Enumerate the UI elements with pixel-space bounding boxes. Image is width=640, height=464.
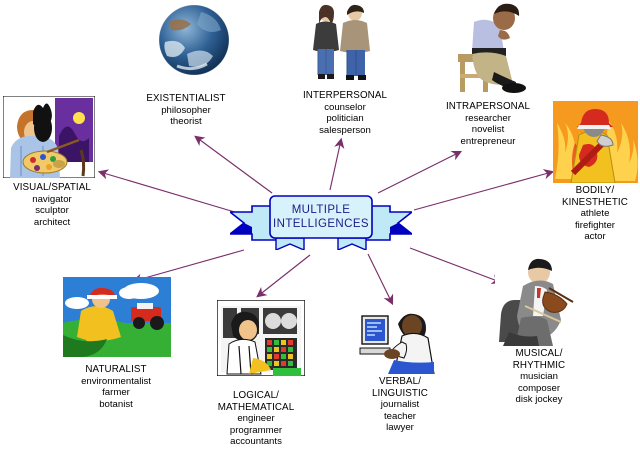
person-at-computer-illustration — [358, 308, 442, 374]
node-label-bodily-kinesthetic: BODILY/ KINESTHETIC athlete firefighter … — [550, 185, 640, 243]
category-naturalist: NATURALIST — [85, 364, 147, 375]
occupation-accountants: accountants — [230, 436, 282, 448]
occupation-environmentalist: environmentalist — [81, 375, 151, 387]
category-bodily-line2: KINESTHETIC — [562, 196, 628, 208]
node-label-logical-mathematical: LOGICAL/ MATHEMATICAL engineer programme… — [191, 390, 321, 448]
occupation-novelist: novelist — [471, 124, 505, 136]
occupation-counselor: counselor — [324, 101, 366, 113]
earth-globe-photo — [157, 2, 231, 78]
category-verbal-line1: VERBAL/ — [378, 376, 422, 387]
occupation-sculptor: sculptor — [35, 205, 69, 217]
occupation-theorist: theorist — [170, 116, 202, 128]
firefighter-with-axe-illustration — [553, 101, 638, 183]
occupation-firefighter: firefighter — [575, 219, 615, 231]
violinist-illustration — [495, 258, 579, 346]
occupation-engineer: engineer — [237, 413, 275, 425]
occupation-disk-jockey: disk jockey — [515, 394, 563, 406]
occupation-journalist: journalist — [380, 399, 420, 411]
occupation-musician: musician — [520, 371, 558, 383]
two-people-standing-photo — [300, 4, 378, 84]
scientist-at-control-panel-illustration — [217, 300, 305, 376]
occupation-philosopher: philosopher — [161, 104, 211, 116]
node-label-musical-rhythmic: MUSICAL/ RHYTHMIC musician composer disk… — [480, 348, 598, 406]
occupation-entrepreneur: entrepreneur — [460, 135, 516, 147]
node-label-intrapersonal: INTRAPERSONAL researcher novelist entrep… — [424, 101, 552, 147]
category-visual-spatial: VISUAL/SPATIAL — [13, 182, 91, 193]
category-existentialist: EXISTENTIALIST — [146, 93, 226, 104]
category-logical-line2: MATHEMATICAL — [217, 401, 295, 413]
occupation-botanist: botanist — [99, 398, 133, 410]
node-label-verbal-linguistic: VERBAL/ LINGUISTIC journalist teacher la… — [341, 376, 459, 434]
category-bodily-line1: BODILY/ — [575, 185, 615, 196]
occupation-politician: politician — [326, 113, 364, 125]
category-verbal-line2: LINGUISTIC — [372, 387, 428, 399]
node-label-existentialist: EXISTENTIALIST philosopher theorist — [122, 93, 250, 128]
occupation-salesperson: salesperson — [319, 124, 371, 136]
category-musical-line1: MUSICAL/ — [515, 348, 563, 359]
occupation-actor: actor — [584, 231, 606, 243]
center-banner-text: MULTIPLE INTELLIGENCES — [230, 203, 412, 231]
occupation-composer: composer — [517, 382, 561, 394]
occupation-lawyer: lawyer — [386, 422, 414, 434]
category-logical-line1: LOGICAL/ — [233, 390, 279, 401]
occupation-athlete: athlete — [580, 208, 610, 220]
center-title-line1: MULTIPLE — [291, 204, 351, 216]
occupation-programmer: programmer — [229, 424, 283, 436]
center-banner: MULTIPLE INTELLIGENCES — [230, 194, 412, 250]
category-interpersonal: INTERPERSONAL — [302, 90, 388, 101]
occupation-architect: architect — [33, 216, 71, 228]
painter-with-palette-illustration — [3, 96, 95, 178]
node-label-naturalist: NATURALIST environmentalist farmer botan… — [51, 364, 181, 410]
category-musical-line2: RHYTHMIC — [512, 359, 566, 371]
category-intrapersonal: INTRAPERSONAL — [445, 101, 531, 112]
node-label-interpersonal: INTERPERSONAL counselor politician sales… — [281, 90, 409, 136]
center-title-line2: INTELLIGENCES — [273, 218, 369, 230]
occupation-researcher: researcher — [465, 112, 511, 124]
occupation-navigator: navigator — [32, 193, 72, 205]
farmer-in-field-illustration — [63, 277, 171, 357]
occupation-farmer: farmer — [102, 387, 130, 399]
man-thinking-on-stool-photo — [448, 2, 532, 94]
node-label-visual-spatial: VISUAL/SPATIAL navigator sculptor archit… — [0, 182, 104, 228]
occupation-teacher: teacher — [384, 410, 416, 422]
